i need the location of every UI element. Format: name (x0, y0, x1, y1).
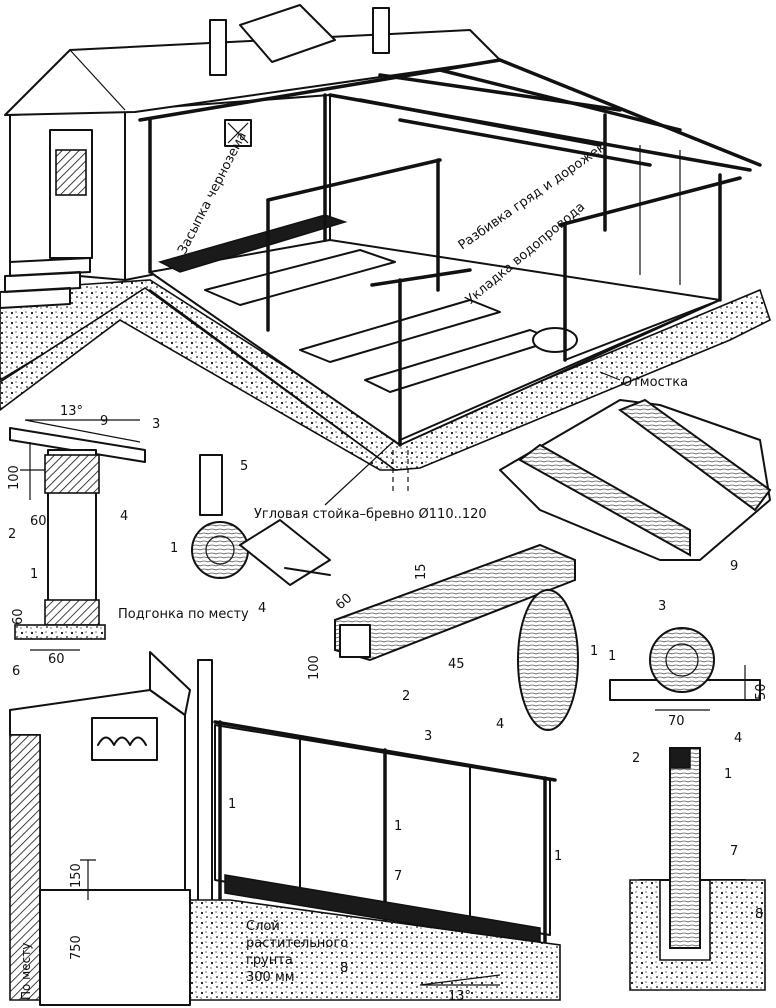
callout-7-bottom: 7 (394, 869, 402, 884)
post-detail: 5 1 4 (170, 454, 331, 616)
callout-9-joint: 9 (730, 559, 738, 574)
dim-750: 750 (69, 935, 84, 960)
bed-outline-1 (204, 249, 396, 306)
callout-8-foot: 8 (755, 907, 763, 922)
callout-4-post: 4 (258, 601, 266, 616)
callout-4-joint: 4 (496, 717, 504, 732)
bottom-section: 150 750 По месту Слой растительного грун… (9, 651, 562, 1006)
callout-1-log: 1 (608, 649, 616, 664)
label-corner-post: Угловая стойка–бревно Ø110..120 (254, 507, 487, 522)
callout-2-joint: 2 (402, 689, 410, 704)
dim-60-bottom: 60 (48, 652, 65, 667)
roof-skylight (239, 4, 336, 63)
dim-60-joint: 60 (333, 591, 355, 613)
callout-2-foot: 2 (632, 751, 640, 766)
callout-1-bottom-b: 1 (394, 819, 402, 834)
dim-150: 150 (69, 863, 84, 888)
dim-60-top: 60 (30, 514, 47, 529)
label-beds-paths: Разбивка гряд и дорожек (456, 140, 609, 253)
label-fit-in-place: Подгонка по месту (118, 607, 249, 622)
post-foundation-dashed (392, 450, 409, 495)
callout-2-left: 2 (8, 527, 16, 542)
dim-50: 50 (754, 683, 769, 700)
top-scene: Засыпка чернозема Разбивка гряд и дороже… (0, 4, 771, 522)
callout-3-bottom: 3 (424, 729, 432, 744)
callout-5: 5 (240, 459, 248, 474)
callout-8-bottom: 8 (340, 961, 348, 976)
callout-3-joint: 3 (658, 599, 666, 614)
dim-45: 45 (448, 657, 465, 672)
bottom-chimney-pipe (197, 659, 213, 911)
bottom-angle: 13° (448, 989, 471, 1004)
log-section-detail: 70 50 1 4 (608, 627, 769, 746)
bed-backfill (157, 214, 348, 273)
dim-60-side: 60 (11, 608, 26, 625)
dim-70: 70 (668, 714, 685, 729)
label-in-place-vertical: По месту (19, 943, 33, 1000)
beam-lower (334, 543, 576, 662)
callout-6: 6 (12, 664, 20, 679)
water-tank (532, 327, 578, 353)
callout-3-left: 3 (152, 417, 160, 432)
callout-4-log: 4 (734, 731, 742, 746)
bed-outline-2 (299, 299, 501, 363)
joint-detail: 15 60 100 45 1 2 3 4 9 (307, 398, 772, 732)
label-blind-area: Отмостка (622, 375, 688, 390)
callout-7-foot: 7 (730, 844, 738, 859)
foot-post (669, 747, 701, 949)
chimney-left (209, 19, 227, 76)
callout-4-left: 4 (120, 509, 128, 524)
callout-9: 9 (100, 414, 108, 429)
joint-log-post (517, 589, 579, 731)
house-steps (0, 257, 91, 309)
callout-1-post: 1 (170, 541, 178, 556)
callout-1-bottom-c: 1 (554, 849, 562, 864)
post-log-section (191, 521, 249, 579)
dim-15: 15 (414, 563, 429, 580)
dim-100: 100 (7, 465, 22, 490)
soil-wedge-left (0, 287, 398, 471)
beam-upper-frame (499, 399, 771, 561)
callout-1-joint: 1 (590, 644, 598, 659)
callout-1-foot: 1 (724, 767, 732, 782)
chimney-right (372, 7, 390, 54)
section-detail: 13° 100 60 60 60 9 3 2 4 1 6 Подгонка по… (7, 404, 249, 679)
section-footing (14, 624, 106, 640)
foot-detail: 2 1 7 8 (629, 747, 766, 991)
callout-1-left: 1 (30, 567, 38, 582)
greenhouse-frame (138, 58, 762, 447)
soil-layer-label: Слой растительного грунта 300 мм (246, 919, 352, 985)
dim-100-joint: 100 (307, 655, 322, 680)
section-angle: 13° (60, 404, 83, 419)
foot-ground (629, 879, 766, 991)
log-section-circle (649, 627, 715, 693)
callout-1-bottom-a: 1 (228, 797, 236, 812)
